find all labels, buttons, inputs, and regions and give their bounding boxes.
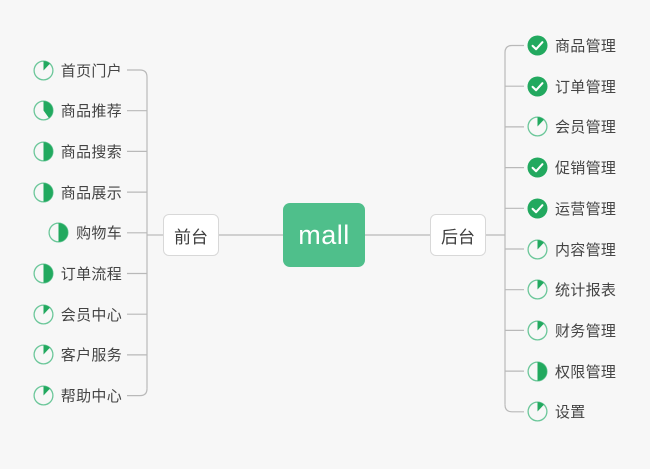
leaf-node-frontend-6[interactable]: 订单流程 <box>33 261 122 287</box>
leaf-label: 统计报表 <box>555 282 617 300</box>
leaf-label: 购物车 <box>76 225 122 243</box>
leaf-node-backend-2[interactable]: 订单管理 <box>527 73 616 99</box>
pie-progress-icon <box>33 344 54 365</box>
leaf-label: 财务管理 <box>555 322 617 340</box>
leaf-label: 会员中心 <box>60 306 122 324</box>
check-circle-icon <box>527 198 548 219</box>
leaf-label: 商品搜索 <box>60 143 122 161</box>
leaf-label: 帮助中心 <box>60 388 122 406</box>
leaf-label: 内容管理 <box>555 241 617 259</box>
leaf-label: 订单管理 <box>555 78 617 96</box>
pie-progress-icon <box>33 59 54 81</box>
center-node-label: mall <box>298 219 350 250</box>
leaf-label: 促销管理 <box>555 160 617 178</box>
check-circle-icon <box>527 76 548 97</box>
pie-progress-icon <box>33 100 54 121</box>
leaf-label: 权限管理 <box>555 363 617 381</box>
pie-progress-icon <box>33 304 54 325</box>
leaf-node-frontend-9[interactable]: 帮助中心 <box>33 383 122 409</box>
leaf-label: 设置 <box>555 404 586 422</box>
leaf-node-backend-7[interactable]: 统计报表 <box>527 277 616 303</box>
leaf-label: 商品推荐 <box>60 103 122 121</box>
pie-progress-icon <box>527 361 548 382</box>
branch-node-backend[interactable]: 后台 <box>430 214 486 256</box>
pie-progress-icon <box>33 263 54 284</box>
leaf-label: 运营管理 <box>555 200 617 218</box>
leaf-node-frontend-3[interactable]: 商品搜索 <box>33 138 122 164</box>
pie-progress-icon <box>33 385 54 406</box>
leaf-label: 商品展示 <box>60 184 122 202</box>
leaf-label: 商品管理 <box>555 38 617 55</box>
leaf-node-backend-9[interactable]: 权限管理 <box>527 358 616 384</box>
leaf-label: 客户服务 <box>60 347 122 365</box>
leaf-node-backend-10[interactable]: 设置 <box>527 399 586 425</box>
pie-progress-icon <box>527 116 548 137</box>
check-circle-icon <box>527 157 548 178</box>
pie-progress-icon <box>527 279 548 300</box>
leaf-label: 订单流程 <box>60 266 122 283</box>
leaf-node-frontend-2[interactable]: 商品推荐 <box>33 98 122 124</box>
pie-progress-icon <box>33 141 54 162</box>
leaf-node-backend-5[interactable]: 运营管理 <box>527 195 616 221</box>
check-circle-icon <box>527 35 548 56</box>
pie-progress-icon <box>33 182 54 203</box>
pie-progress-icon <box>527 320 548 341</box>
leaf-node-frontend-1[interactable]: 首页门户 <box>33 57 122 83</box>
leaf-node-frontend-5[interactable]: 购物车 <box>48 220 122 246</box>
leaf-node-frontend-7[interactable]: 会员中心 <box>33 301 122 327</box>
leaf-node-backend-3[interactable]: 会员管理 <box>527 114 616 140</box>
leaf-node-frontend-4[interactable]: 商品展示 <box>33 179 122 205</box>
branch-label-frontend: 前台 <box>174 227 208 247</box>
leaf-node-frontend-8[interactable]: 客户服务 <box>33 342 122 368</box>
leaf-node-backend-1[interactable]: 商品管理 <box>527 33 616 59</box>
leaf-node-backend-4[interactable]: 促销管理 <box>527 155 616 181</box>
branch-label-backend: 后台 <box>441 227 475 247</box>
leaf-label: 首页门户 <box>60 62 122 80</box>
leaf-node-backend-6[interactable]: 内容管理 <box>527 236 616 262</box>
pie-progress-icon <box>48 222 69 243</box>
branch-node-frontend[interactable]: 前台 <box>163 214 219 256</box>
center-node-mall[interactable]: mall <box>283 203 365 267</box>
leaf-label: 会员管理 <box>555 119 617 137</box>
pie-progress-icon <box>527 401 548 422</box>
pie-progress-icon <box>527 238 548 260</box>
leaf-node-backend-8[interactable]: 财务管理 <box>527 317 616 343</box>
